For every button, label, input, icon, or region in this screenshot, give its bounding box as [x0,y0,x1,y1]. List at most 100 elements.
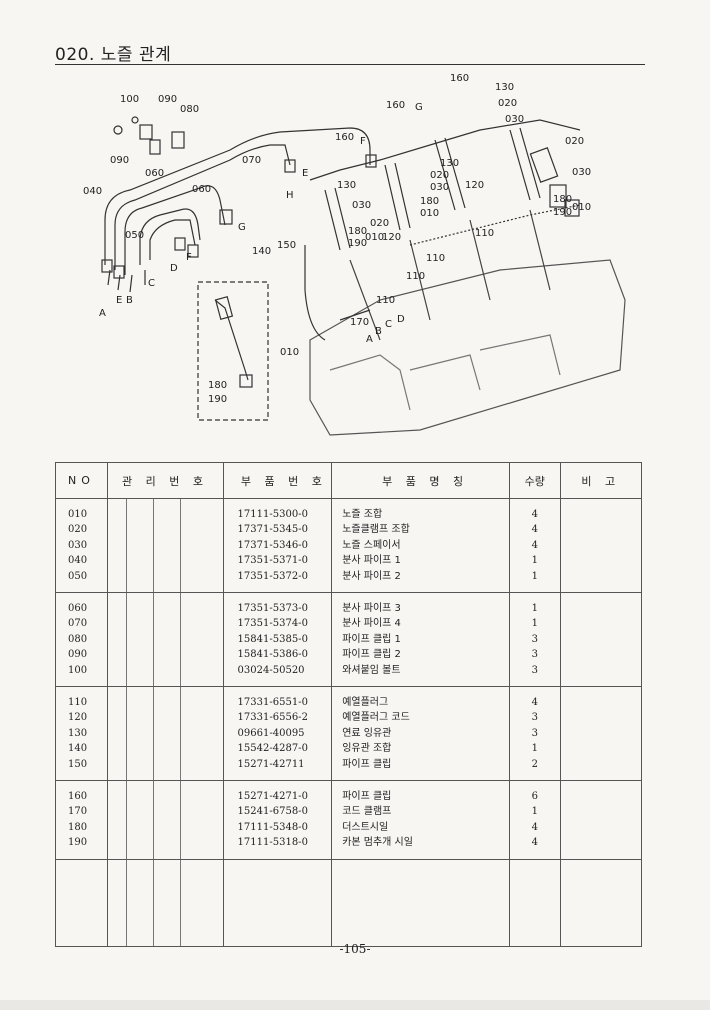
svg-text:060: 060 [145,168,164,179]
cell-no: 070 [68,618,88,630]
cell-quantity: 4 [531,837,538,849]
svg-text:170: 170 [350,317,369,328]
cell-part-no: 15241-6758-0 [237,806,308,818]
cylinder-head [309,259,626,436]
svg-text:120: 120 [382,232,401,243]
cell-part-no: 15271-4271-0 [237,791,308,802]
cell-remarks-column [559,592,643,687]
svg-text:040: 040 [83,186,102,197]
cell-quantity: 4 [531,524,538,536]
cell-management-no-column [106,592,224,687]
cell-part-name: 코드 클램프 [342,806,392,818]
nozzle-3 [434,137,466,211]
cell-quantity: 4 [531,697,538,708]
svg-text:190: 190 [348,238,367,249]
cell-remarks-column [559,498,643,593]
cell-part-no: 17351-5374-0 [237,618,308,630]
nozzle-2 [384,162,411,231]
svg-text:160: 160 [450,73,469,84]
glow-plug-cord [409,204,581,246]
svg-text:G: G [238,222,246,233]
cell-no: 090 [68,649,88,661]
svg-text:080: 080 [180,104,199,115]
cell-part-name: 노즐 조합 [342,509,383,520]
svg-text:090: 090 [158,94,177,105]
svg-text:C: C [385,319,392,330]
cell-management-no-column [106,780,224,860]
cell-no: 140 [68,743,88,755]
cell-quantity: 3 [531,664,538,676]
cell-quantity: 1 [531,570,538,582]
cell-part-name: 파이프 클립 [342,758,392,770]
cell-quantity: 3 [531,712,538,724]
svg-text:180: 180 [348,226,367,237]
cell-part-name: 파이프 클립 1 [342,633,401,645]
cell-no: 180 [68,821,88,833]
cell-no: 060 [68,603,88,614]
svg-text:130: 130 [495,82,514,93]
svg-text:010: 010 [420,208,439,219]
svg-text:090: 090 [110,155,129,166]
page-title: 020. 노즐 관계 [55,45,172,65]
header-part-no: 부 품 번 호 [222,462,333,499]
svg-text:130: 130 [440,158,459,169]
cell-part-name: 분사 파이프 1 [342,555,401,567]
svg-text:190: 190 [208,394,227,405]
injection-pipe-4 [104,127,371,265]
cell-part-no: 17331-6551-0 [237,697,308,708]
svg-text:030: 030 [430,182,449,193]
svg-text:150: 150 [277,240,296,251]
pipe-clip-1 [139,124,153,140]
cell-quantity: 1 [531,743,538,755]
cell-quantity: 1 [531,555,538,567]
cell-quantity: 4 [531,539,538,551]
cell-no: 130 [68,727,88,739]
cell-part-no: 17371-5346-0 [237,539,308,551]
cell-no: 110 [68,697,88,708]
svg-text:180: 180 [420,196,439,207]
cell-part-no: 17111-5300-0 [237,509,308,520]
cell-no-column [55,859,108,947]
svg-text:E: E [302,168,308,179]
svg-text:050: 050 [125,230,144,241]
svg-text:B: B [375,326,382,337]
cell-quantity: 4 [531,821,538,833]
svg-text:110: 110 [475,228,494,239]
cell-quantity-column: 4 4 4 1 1 [509,498,561,593]
cell-part-no-column [222,859,333,947]
nozzle-1 [324,187,351,251]
svg-text:060: 060 [192,184,211,195]
cell-part-name: 더스트시일 [342,821,389,833]
nozzle-4 [509,127,541,201]
cell-part-no: 15271-42711 [237,758,305,770]
cell-no: 020 [68,524,88,536]
svg-text:110: 110 [376,295,395,306]
svg-text:D: D [170,263,178,274]
pipe-clip-3 [171,131,185,149]
svg-text:020: 020 [498,98,517,109]
svg-text:G: G [415,102,423,113]
svg-text:010: 010 [280,347,299,358]
cell-remarks-column [559,859,643,947]
cell-quantity: 1 [531,603,538,614]
cell-part-no: 03024-50520 [237,664,305,676]
cell-part-no: 17331-6556-2 [237,712,308,724]
nozzle-assembly-detail-box [197,281,269,421]
cell-remarks-column [559,780,643,860]
scan-edge [0,1000,710,1010]
cell-quantity: 4 [531,509,538,520]
cell-part-no: 17351-5373-0 [237,603,308,614]
cell-part-name: 와셔붙임 볼트 [342,664,401,676]
title-divider [55,64,645,65]
cell-management-no-column [106,859,224,947]
